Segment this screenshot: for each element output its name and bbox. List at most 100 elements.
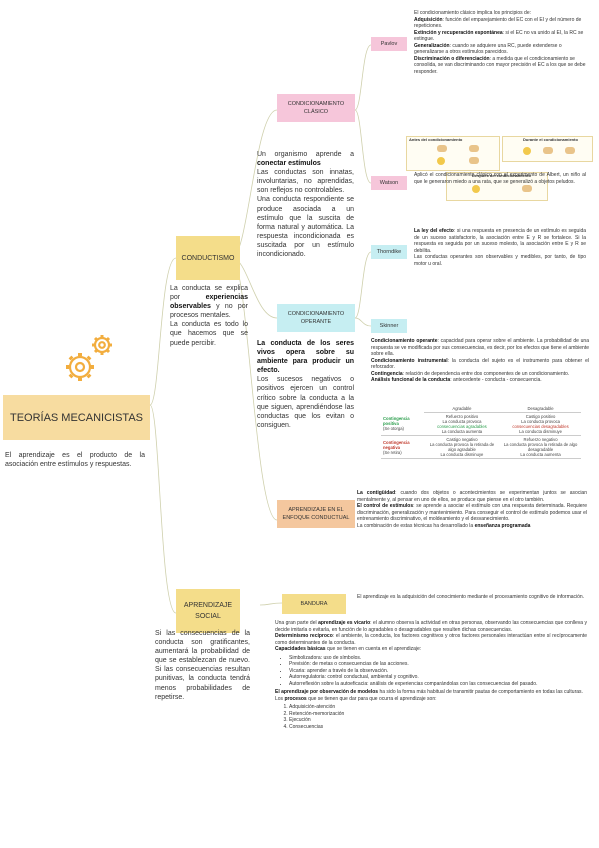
enfoque-b3: enseñanza programada [474,522,531,529]
thorndike-b1: La ley del efecto [414,228,454,234]
thorndike-t2: Las conductas operantes son observables … [414,254,586,267]
clasico-node: CONDICIONAMIENTO CLÁSICO [277,94,355,122]
table-row: Contingencia positiva(Se otorga) Refuerz… [381,412,581,436]
conductismo-desc4: La conducta es todo lo que hacemos que s… [170,321,248,347]
c21c: La conducta disminuye [440,452,484,457]
dog-icon [437,145,447,152]
operante-title: CONDICIONAMIENTO OPERANTE [287,310,345,325]
skinner-b1: Condicionamiento operante [371,338,438,344]
skinner-t2: : la conducta del sujeto es el instrumen… [371,357,589,371]
skinner-text: Condicionamiento operante: capacidad par… [371,338,589,384]
operante-description: La conducta de los seres vivos opera sob… [257,339,354,430]
thorndike-text: La ley del efecto: si una respuesta en p… [414,228,586,267]
c21b: La conducta provoca la retirada de algo … [429,442,495,452]
c22c: La conducta aumenta [520,452,561,457]
enfoque-b2: El control de estímulos [357,503,414,509]
operante-text1: La conducta de los seres vivos opera sob… [257,340,354,375]
social-title: APRENDIZAJE SOCIAL [183,601,233,620]
conductismo-desc1: La conducta se explica por [170,285,248,302]
operante-node: CONDICIONAMIENTO OPERANTE [277,304,355,332]
list-item: Ejecución [289,717,587,724]
conductismo-description: La conducta se explica por experiencias … [170,284,248,348]
conductismo-node: CONDUCTISMO [176,236,240,280]
skinner-node: Skinner [371,319,407,333]
clasico-text3: Una conducta respondiente se produce aso… [257,196,354,259]
list-item: Consecuencias [289,724,587,731]
enfoque-t3a: La combinación de estas técnicas ha desa… [357,522,475,529]
bell-icon [523,147,531,155]
bandura-p4: ha sido la forma más habitual de transmi… [378,689,583,695]
main-description: El aprendizaje es el producto de la asoc… [5,452,145,469]
clasico-text1b: conectar estímulos [257,160,321,168]
skinner-t1: : capacidad para operar sobre el ambient… [371,338,589,357]
pavlov-p3: : cuando se adquiere una RC, puede exten… [414,42,562,56]
row2-sub: (Se retira) [383,449,402,455]
bandura-p2b: Determinismo recíproco [275,633,333,639]
c11b: La conducta provoca [442,419,482,424]
skinner-t3: : relación de dependencia entre dos comp… [402,370,570,377]
pavlov-p1: : función del emparejamiento del EC con … [414,16,582,30]
diagram-before-label: Antes del condicionamiento [409,137,463,142]
bandura-p3b: Capacidades básicas [275,646,326,652]
enfoque-t2: : se aprende a asociar el estímulo con u… [357,503,588,522]
skinner-t4: : antecedente - conducta - consecuencia. [450,377,542,383]
c11a: Refuerzo positivo [445,414,479,419]
enfoque-title: APRENDIZAJE EN EL ENFOQUE CONDUCTUAL [282,506,350,521]
list-item: Vicaria: aprender a través de la observa… [289,668,587,675]
table-header-desagradable: Desagradable [500,405,581,413]
pavlov-p2b: Extinción y recuperación espontánea [414,29,503,36]
bandura-p5a: Los [275,695,285,702]
bandura-p2: : el ambiente, la conducta, los factores… [275,633,587,646]
pavlov-text: El condicionamiento clásico implica los … [414,10,586,75]
thorndike-node: Thorndike [371,245,407,259]
social-node: APRENDIZAJE SOCIAL [176,589,240,633]
c11d: La conducta aumenta [441,429,483,434]
pavlov-intro: El condicionamiento clásico implica los … [414,10,531,16]
bandura-body: Una gran parte del aprendizaje es vicari… [275,620,587,732]
skinner-b3: Contingencia [371,370,403,377]
pavlov-name: Pavlov [380,41,398,47]
bell-icon [472,185,480,193]
row1-label: Contingencia positiva [383,416,410,427]
watson-name: Watson [379,180,399,186]
procesos-list: Adquisición-atención Retención-memorizac… [275,704,587,730]
list-item: Autorregulatoria: control conductual, am… [289,674,587,681]
diagram-during-panel: Durante el condicionamiento [502,136,593,162]
c21a: Castigo negativo [446,437,478,442]
page-title: TEORÍAS MECANICISTAS [9,411,144,424]
list-item: Previsión: de metas o consecuencias de l… [289,661,587,668]
bandura-p3: que se tienen en cuenta en el aprendizaj… [325,646,422,652]
clasico-description: Un organismo aprende a conectar estímulo… [257,150,354,259]
dog-icon [543,147,553,154]
clasico-title: CONDICIONAMIENTO CLÁSICO [287,100,345,115]
clasico-text2: Las conductas son innatas, involuntarias… [257,169,354,195]
bandura-p1b: aprendizaje es vicario [318,620,371,626]
skinner-name: Skinner [379,323,399,329]
conductismo-desc2: experiencias observables [170,294,248,311]
capacidades-list: Simbolizadora: uso de símbolos. Previsió… [275,655,587,688]
watson-node: Watson [371,176,407,190]
row1-sub: (Se otorga) [383,426,404,432]
c12a: Castigo positivo [525,414,556,419]
pavlov-p4: : a medida que el condicionamiento se co… [414,55,586,75]
c12d: La conducta disminuye [519,429,562,434]
diagram-after-label: Después del condicionamiento [472,173,531,178]
conductismo-title: CONDUCTISMO [181,254,235,262]
skinner-b2: Condicionamiento instrumental [371,357,448,364]
diagram-before-panel: Antes del condicionamiento [406,136,500,171]
row2-label: Contingencia negativa [383,439,410,450]
enfoque-text: La contigüidad: cuando dos objetos o aco… [357,490,587,529]
bandura-p4b: El aprendizaje por observación de modelo… [275,689,379,695]
c12b: La conducta provoca [521,419,560,424]
list-item: Retención-memorización [289,711,587,718]
social-description: Si las consecuencias de la conducta son … [155,630,250,701]
enfoque-t1: : cuando dos objetos o acontecimientos s… [357,490,587,503]
bell-icon [437,157,445,165]
pavlov-p4b: Discriminación o diferenciación [414,55,490,62]
dog-icon [522,185,532,192]
diagram-after-panel: Después del condicionamiento [446,172,548,201]
table-row: Contingencia negativa(Se retira) Castigo… [381,435,581,459]
pavlov-p3b: Generalización [414,42,450,49]
enfoque-b1: La contigüidad [357,490,396,496]
